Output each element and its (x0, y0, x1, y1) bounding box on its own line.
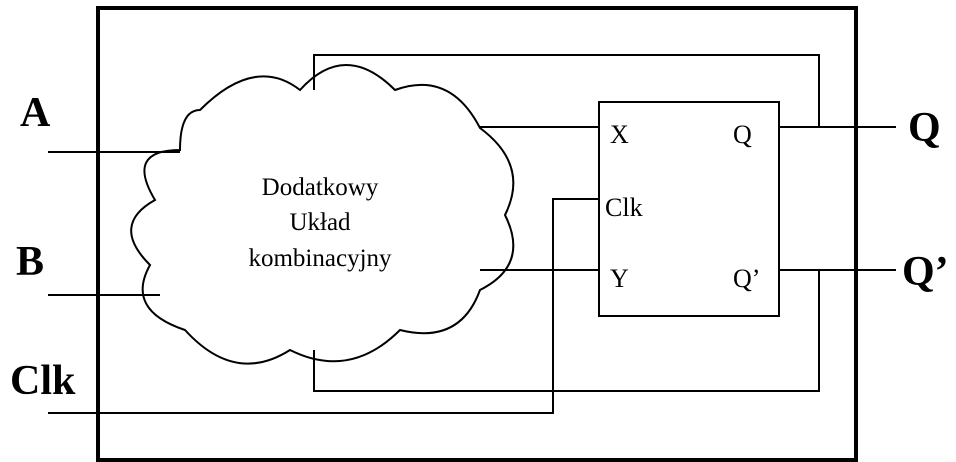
combinational-logic-cloud (130, 64, 515, 365)
pin-x-label: X (610, 120, 629, 149)
wire-q-feedback (313, 54, 820, 127)
input-b-label: B (16, 239, 44, 285)
pin-y-label: Y (610, 264, 629, 293)
output-q-label: Q (908, 105, 941, 151)
cloud-label-line2: Układ (289, 209, 351, 236)
wire-clk (48, 198, 599, 414)
cloud-label-line1: Dodatkowy (262, 174, 379, 201)
input-a-label: A (20, 90, 51, 136)
wire-qbar-feedback (313, 270, 820, 392)
flipflop-box (598, 101, 780, 317)
pin-clk-label: Clk (605, 193, 643, 222)
pin-qbar-label: Q’ (733, 264, 760, 293)
pin-q-label: Q (733, 120, 752, 149)
input-clk-label: Clk (10, 358, 76, 404)
cloud-label-line3: kombinacyjny (248, 245, 392, 272)
output-qbar-label: Q’ (902, 249, 949, 295)
outer-frame (96, 6, 858, 462)
